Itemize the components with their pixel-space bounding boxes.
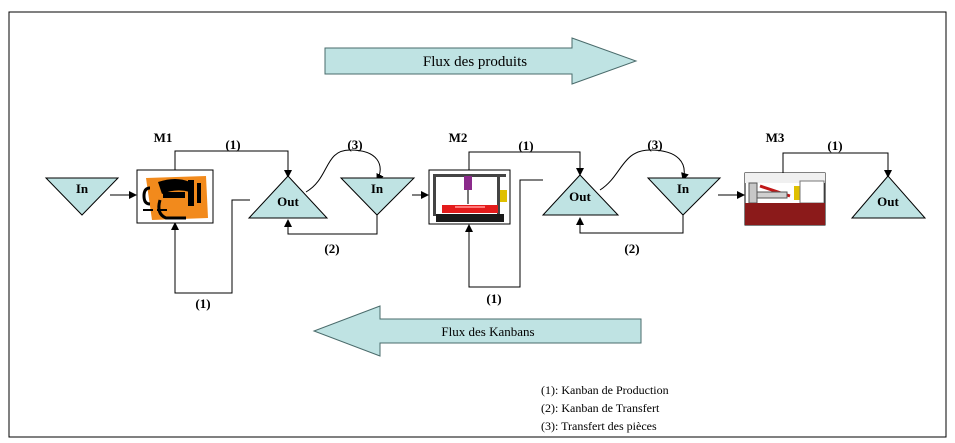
products-flow-arrow: Flux des produits: [324, 37, 638, 85]
m2-machine-image: [428, 169, 511, 225]
legend: (1): Kanban de Production (2): Kanban de…: [541, 383, 669, 433]
m3-machine-image: [744, 172, 826, 226]
m1-bottom-link-label: (1): [195, 296, 210, 311]
out2-stock-triangle: [541, 174, 620, 216]
out3-label: Out: [877, 194, 899, 209]
legend-production: (1): Kanban de Production: [541, 383, 669, 397]
legend-transfer: (2): Kanban de Transfert: [541, 401, 660, 415]
out2-label: Out: [569, 189, 591, 204]
m2-label: M2: [449, 130, 468, 145]
m1-to-out1-link: [174, 150, 292, 178]
legend-parts-transfer: (3): Transfert des pièces: [541, 419, 657, 433]
kanban-flow-label: Flux des Kanbans: [441, 324, 534, 339]
m2-bottom-link-label: (1): [486, 291, 501, 306]
transfer-curve-1: [305, 149, 384, 193]
m2-to-out2-link: [468, 151, 584, 176]
out2-to-m2-kanban-link: [465, 179, 543, 288]
out1-stock-triangle: [247, 175, 329, 219]
products-flow-label: Flux des produits: [423, 54, 527, 70]
transfer-curve-2: [599, 149, 689, 191]
m1-label: M1: [154, 130, 173, 145]
return-2-label: (2): [624, 241, 639, 256]
in3-stock-triangle: [646, 177, 722, 216]
in1-stock-triangle: [44, 177, 120, 216]
out1-label: Out: [277, 194, 299, 209]
m2-top-link-label: (1): [518, 138, 533, 153]
in1-label: In: [76, 181, 89, 196]
return-1-label: (2): [324, 241, 339, 256]
transfer-1-label: (3): [347, 137, 362, 152]
outer-frame: [8, 11, 947, 438]
out3-stock-triangle: [850, 175, 927, 219]
m1-machine-image: [136, 169, 214, 224]
m1-top-link-label: (1): [225, 137, 240, 152]
in3-to-out2-return: [576, 210, 684, 234]
in2-stock-triangle: [339, 177, 416, 216]
transfer-2-label: (3): [647, 137, 662, 152]
m3-top-link-label: (1): [827, 138, 842, 153]
out1-to-m1-kanban-link: [171, 199, 250, 294]
in2-label: In: [371, 181, 384, 196]
kanban-flow-arrow: Flux des Kanbans: [312, 305, 642, 357]
in2-to-out1-return: [284, 210, 378, 235]
m3-label: M3: [766, 130, 785, 145]
in3-label: In: [677, 181, 690, 196]
m3-to-out3-link: [782, 152, 892, 178]
